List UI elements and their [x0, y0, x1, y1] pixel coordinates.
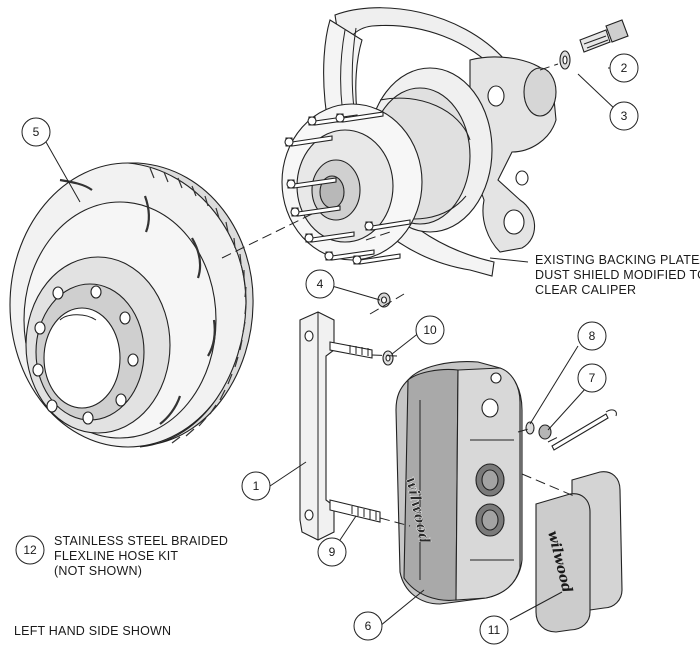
- backing-plate-note-line-1: EXISTING BACKING PLATE/: [535, 253, 700, 267]
- hose-kit-note-line-1: STAINLESS STEEL BRAIDED: [54, 534, 229, 548]
- mounting-bolt: [579, 19, 629, 53]
- callout-7: 7: [577, 363, 607, 393]
- assembly-center-lines: [221, 63, 575, 527]
- pin-washer: [525, 421, 535, 435]
- brake-pad-front: [535, 493, 591, 633]
- svg-text:11: 11: [488, 623, 501, 637]
- svg-text:1: 1: [253, 479, 260, 493]
- pad-retaining-pin: [551, 409, 617, 451]
- svg-text:7: 7: [589, 371, 596, 385]
- wheel-studs: [284, 111, 411, 265]
- svg-text:9: 9: [329, 545, 336, 559]
- backing-plate-note: EXISTING BACKING PLATE/ DUST SHIELD MODI…: [535, 253, 700, 298]
- brake-caliper: [395, 361, 523, 605]
- bolt-washer: [559, 50, 571, 70]
- svg-text:10: 10: [423, 323, 437, 337]
- callout-3: 3: [609, 101, 639, 131]
- svg-text:12: 12: [23, 543, 37, 557]
- hose-kit-note-line-2: FLEXLINE HOSE KIT: [54, 549, 179, 563]
- caliper-bracket: [299, 311, 335, 541]
- svg-text:8: 8: [589, 329, 596, 343]
- callout-1: 1: [241, 471, 271, 501]
- callout-11: 11: [479, 615, 509, 645]
- hose-kit-note: STAINLESS STEEL BRAIDED FLEXLINE HOSE KI…: [54, 534, 228, 579]
- pin-nut: [538, 424, 552, 440]
- callout-5: 5: [21, 117, 51, 147]
- svg-text:3: 3: [621, 109, 628, 123]
- callout-10: 10: [415, 315, 445, 345]
- svg-text:6: 6: [365, 619, 372, 633]
- callout-2: 2: [609, 53, 639, 83]
- callout-9: 9: [317, 537, 347, 567]
- svg-text:4: 4: [317, 277, 324, 291]
- callout-bubbles: 1 2 3 4 5 6 7 8: [15, 53, 639, 645]
- bracket-stud-upper: [329, 341, 373, 359]
- svg-text:5: 5: [33, 125, 40, 139]
- hose-kit-note-line-3: (NOT SHOWN): [54, 564, 143, 578]
- caliper-piston-bores: [475, 463, 505, 537]
- bracket-stud-lower: [329, 499, 381, 523]
- callout-4: 4: [305, 269, 335, 299]
- callout-6: 6: [353, 611, 383, 641]
- callout-12: 12: [15, 535, 45, 565]
- svg-text:2: 2: [621, 61, 628, 75]
- callout-8: 8: [577, 321, 607, 351]
- bracket-washer-upper: [382, 350, 394, 366]
- brake-rotor: [9, 162, 254, 448]
- rotor-face-slots: [59, 178, 216, 425]
- side-shown-note: LEFT HAND SIDE SHOWN: [14, 624, 172, 638]
- rotor-lug-holes: [32, 285, 139, 425]
- callout-leader-lines: [45, 67, 624, 627]
- backing-plate-note-line-2: DUST SHIELD MODIFIED TO: [535, 268, 700, 282]
- rotor-vent-slots: [149, 167, 247, 444]
- backing-plate-note-line-3: CLEAR CALIPER: [535, 283, 637, 297]
- hub-knuckle-assembly: [281, 7, 557, 277]
